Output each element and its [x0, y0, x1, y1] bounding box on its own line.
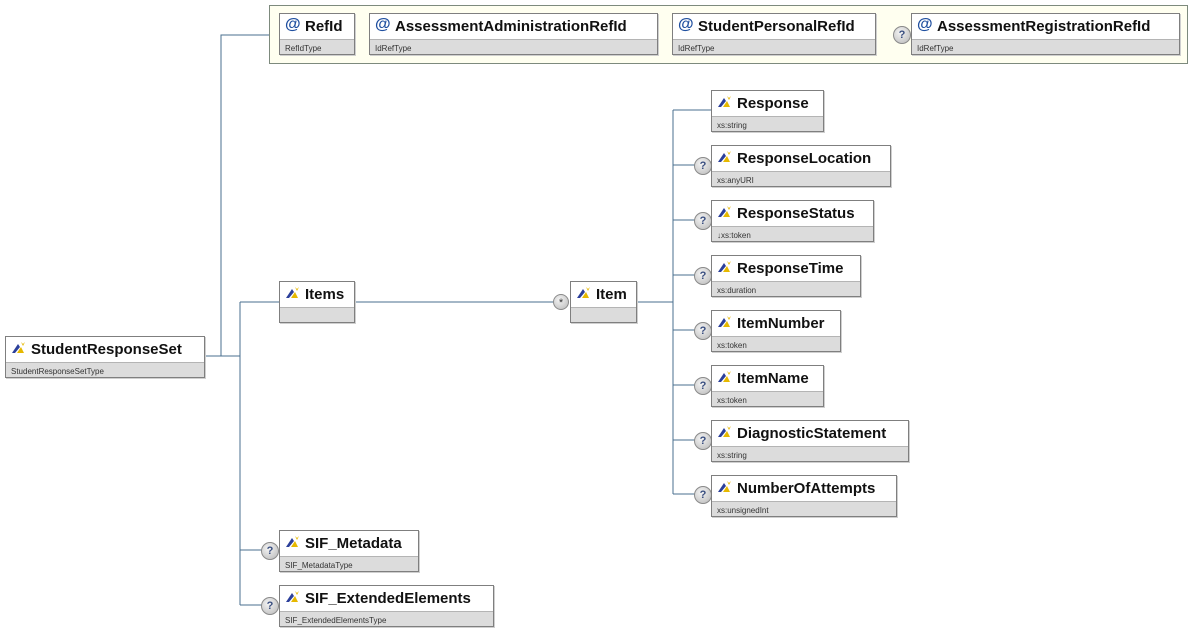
element-icon [718, 481, 731, 492]
element-sif-metadata[interactable]: SIF_Metadata SIF_MetadataType [279, 530, 419, 572]
element-type: ↓xs:token [717, 231, 751, 240]
at-icon: @ [678, 16, 694, 33]
connector-root-attributes [205, 34, 269, 357]
optional-icon: ? [261, 542, 279, 560]
element-number-of-attempts[interactable]: NumberOfAttempts xs:unsignedInt [711, 475, 897, 517]
optional-icon: ? [694, 432, 712, 450]
at-icon: @ [375, 16, 391, 33]
element-icon [718, 316, 731, 327]
element-icon [718, 426, 731, 437]
element-name: ItemName [737, 370, 809, 387]
element-icon [577, 287, 590, 298]
optional-icon: ? [694, 486, 712, 504]
element-items[interactable]: Items [279, 281, 355, 323]
element-icon [718, 151, 731, 162]
attribute-name: AssessmentRegistrationRefId [937, 18, 1151, 35]
element-name: ItemNumber [737, 315, 825, 332]
element-name: ResponseTime [737, 260, 844, 277]
element-name: DiagnosticStatement [737, 425, 887, 442]
element-type: xs:token [717, 341, 747, 350]
element-icon [286, 591, 299, 602]
element-type: StudentResponseSetType [11, 367, 104, 376]
element-icon [718, 206, 731, 217]
optional-icon: ? [694, 157, 712, 175]
element-type: xs:duration [717, 286, 757, 295]
optional-icon: ? [261, 597, 279, 615]
element-name: ResponseStatus [737, 205, 855, 222]
element-icon [718, 261, 731, 272]
attribute-assessment-administration-refid[interactable]: @ AssessmentAdministrationRefId IdRefTyp… [369, 13, 658, 55]
element-diagnostic-statement[interactable]: DiagnosticStatement xs:string [711, 420, 909, 462]
element-name: ResponseLocation [737, 150, 872, 167]
element-response-status[interactable]: ResponseStatus ↓xs:token [711, 200, 874, 242]
element-type: xs:unsignedInt [717, 506, 769, 515]
optional-icon: ? [893, 26, 911, 44]
element-response[interactable]: Response xs:string [711, 90, 824, 132]
attribute-refid[interactable]: @ RefId RefIdType [279, 13, 355, 55]
at-icon: @ [285, 16, 301, 33]
optional-icon: ? [694, 267, 712, 285]
element-type: SIF_MetadataType [285, 561, 353, 570]
element-type: xs:token [717, 396, 747, 405]
attribute-assessment-registration-refid[interactable]: @ AssessmentRegistrationRefId IdRefType [911, 13, 1180, 55]
multiplicity-icon: * [553, 294, 569, 310]
optional-icon: ? [694, 212, 712, 230]
element-item-number[interactable]: ItemNumber xs:token [711, 310, 841, 352]
at-icon: @ [917, 16, 933, 33]
element-name: Item [596, 286, 627, 303]
attribute-name: RefId [305, 18, 343, 35]
element-response-time[interactable]: ResponseTime xs:duration [711, 255, 861, 297]
element-name: SIF_Metadata [305, 535, 402, 552]
element-icon [12, 342, 25, 353]
attribute-name: StudentPersonalRefId [698, 18, 855, 35]
optional-icon: ? [694, 377, 712, 395]
element-name: Items [305, 286, 345, 303]
element-sif-extended-elements[interactable]: SIF_ExtendedElements SIF_ExtendedElement… [279, 585, 494, 627]
element-name: Response [737, 95, 809, 112]
element-name: StudentResponseSet [31, 341, 182, 358]
attribute-type: RefIdType [285, 44, 322, 53]
element-name: NumberOfAttempts [737, 480, 876, 497]
element-icon [718, 96, 731, 107]
attribute-type: IdRefType [678, 44, 715, 53]
optional-icon: ? [694, 322, 712, 340]
element-name: SIF_ExtendedElements [305, 590, 471, 607]
element-type: xs:string [717, 121, 747, 130]
element-type: xs:string [717, 451, 747, 460]
element-type: SIF_ExtendedElementsType [285, 616, 387, 625]
element-student-response-set[interactable]: StudentResponseSet StudentResponseSetTyp… [5, 336, 205, 378]
element-type: xs:anyURI [717, 176, 754, 185]
element-item-name[interactable]: ItemName xs:token [711, 365, 824, 407]
element-icon [718, 371, 731, 382]
element-item[interactable]: Item [570, 281, 637, 323]
element-response-location[interactable]: ResponseLocation xs:anyURI [711, 145, 891, 187]
element-icon [286, 287, 299, 298]
attribute-type: IdRefType [917, 44, 954, 53]
attribute-type: IdRefType [375, 44, 412, 53]
attribute-student-personal-refid[interactable]: @ StudentPersonalRefId IdRefType [672, 13, 876, 55]
attribute-name: AssessmentAdministrationRefId [395, 18, 627, 35]
element-icon [286, 536, 299, 547]
